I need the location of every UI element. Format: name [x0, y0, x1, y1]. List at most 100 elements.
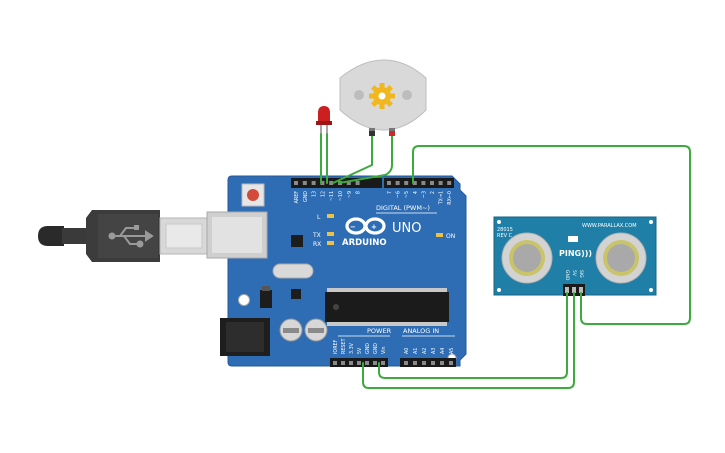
sensor-hole [649, 288, 653, 292]
power-header-pin[interactable] [373, 361, 377, 365]
sensor-hole [497, 288, 501, 292]
top-header-pin-label: TX→1 [439, 191, 445, 205]
capacitor-mark [308, 328, 324, 333]
power-header-pin-label: IOREF [333, 339, 339, 354]
top-header-pin[interactable] [395, 181, 400, 185]
power-header-pin-label: Vin [381, 346, 387, 354]
top-header-pin-label: 7 [387, 191, 393, 194]
transducer-left-mesh [513, 244, 541, 272]
arduino-logo-icon [345, 217, 386, 235]
sensor-url-label: WWW.PARALLAX.COM [582, 223, 637, 229]
power-header-pin[interactable] [381, 361, 385, 365]
analog-header-pin-label: A2 [422, 348, 428, 354]
motor-lead-red [389, 131, 395, 136]
top-header-pin-label: GND [303, 191, 309, 202]
top-header-pin[interactable] [329, 181, 334, 185]
power-jack-inner [226, 322, 264, 352]
power-header-pin[interactable] [333, 361, 337, 365]
top-header-pin[interactable] [421, 181, 426, 185]
sensor-model-label: 28015 [497, 227, 513, 233]
wire-motor-b[interactable] [338, 133, 393, 184]
led-tx-label: TX [312, 232, 321, 239]
analog-header [400, 358, 456, 367]
logo-plus: + [371, 223, 377, 231]
gear-icon [369, 83, 395, 109]
top-header-pin[interactable] [346, 181, 351, 185]
mounting-hole [238, 294, 250, 306]
reset-button-cap[interactable] [247, 189, 259, 201]
power-header-pin-label: RESET [341, 339, 347, 354]
power-header-pin-label: GND [373, 343, 379, 354]
analog-header-pin[interactable] [422, 361, 426, 365]
top-header-pin[interactable] [387, 181, 391, 185]
chip-pins-bottom [327, 322, 447, 326]
sensor-pin-gnd[interactable] [565, 287, 569, 293]
model-label: UNO [392, 221, 421, 236]
led-tx-indicator [327, 232, 334, 236]
analog-header-label: ANALOG IN [403, 327, 439, 335]
top-header-pin-label: ~9 [347, 191, 353, 198]
analog-header-pin-label: A4 [440, 348, 446, 354]
sensor-hole [497, 220, 501, 224]
ping-sensor: 28015 REV C WWW.PARALLAX.COM PING))) GND… [493, 216, 657, 296]
analog-header-pin[interactable] [404, 361, 408, 365]
analog-header-pin[interactable] [413, 361, 417, 365]
sensor-pin-5v[interactable] [572, 287, 576, 293]
sensor-indicator [568, 236, 578, 242]
transducer-right-mesh [607, 244, 635, 272]
top-header-pin[interactable] [438, 181, 443, 185]
analog-header-pin-label: A0 [404, 348, 410, 354]
top-header-pin[interactable] [430, 181, 434, 185]
sensor-pin-5v-label: 5V [571, 270, 577, 277]
wire-gnd[interactable] [378, 292, 568, 379]
top-header-pin[interactable] [302, 181, 307, 185]
top-header-pin[interactable] [294, 181, 298, 185]
top-header-pin[interactable] [404, 181, 409, 185]
sensor-pin-sig[interactable] [579, 287, 583, 293]
wire-motor-a[interactable] [332, 133, 373, 184]
top-header-pin[interactable] [412, 181, 417, 185]
usb-cable-body [62, 228, 88, 244]
power-header-pin[interactable] [349, 361, 353, 365]
motor-screw [354, 90, 364, 100]
wire-sig[interactable] [412, 145, 691, 325]
top-header-pin-label: 12 [320, 191, 326, 197]
power-header-pin[interactable] [357, 361, 361, 365]
top-header-pin[interactable] [311, 181, 316, 185]
analog-header-pin-label: A1 [413, 348, 419, 354]
power-header-pin-label: GND [365, 343, 371, 354]
power-header-pin-label: 3.3V [349, 342, 355, 354]
power-header-pin-label: 5V [357, 347, 363, 354]
regulator-tab [262, 286, 270, 291]
power-header-pin[interactable] [341, 361, 345, 365]
sensor-rev-label: REV C [497, 233, 513, 239]
analog-header-pin-label: A3 [431, 348, 437, 354]
sensor-name-label: PING))) [559, 249, 592, 258]
wires [320, 133, 691, 389]
wire-5v[interactable] [362, 292, 575, 389]
led-l-label: L [317, 214, 321, 221]
top-header-pin[interactable] [320, 181, 325, 185]
top-header-pin[interactable] [447, 181, 452, 185]
top-header-pin-label: RX←0 [447, 191, 453, 205]
bottom-header-pins [333, 361, 453, 365]
top-header-pin[interactable] [355, 181, 360, 185]
power-header-label: POWER [367, 327, 392, 335]
analog-header-pin[interactable] [431, 361, 435, 365]
analog-header-pin[interactable] [440, 361, 444, 365]
sensor-hole [649, 220, 653, 224]
dc-motor [339, 59, 427, 134]
analog-header-pin[interactable] [449, 361, 453, 365]
top-header-left [291, 178, 382, 188]
power-header-pin[interactable] [365, 361, 369, 365]
top-header-pin-label: ~5 [404, 191, 410, 198]
top-header-pin-label: ~6 [396, 191, 402, 198]
led-rx-indicator [327, 241, 334, 245]
led-on-label: ON [446, 233, 455, 240]
usb-metal-inner [165, 223, 203, 249]
capacitor-mark [283, 328, 299, 333]
top-header-pin-label: ~11 [329, 191, 335, 201]
